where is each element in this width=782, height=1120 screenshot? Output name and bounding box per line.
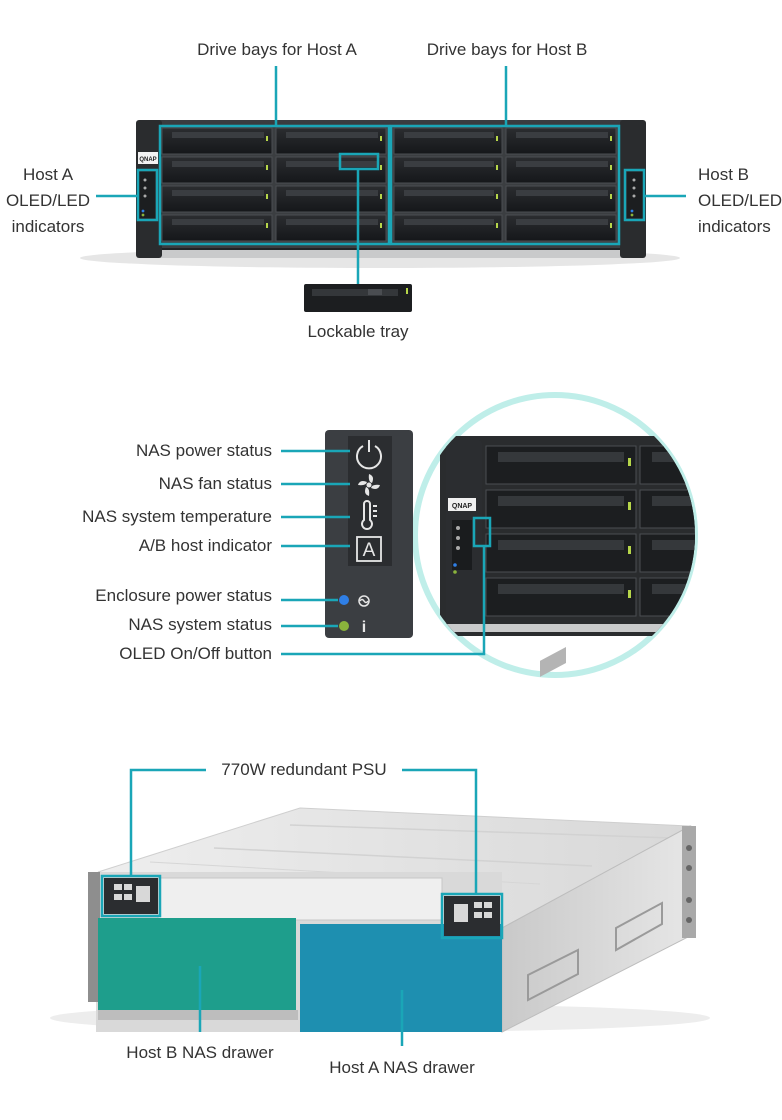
back-panel-strip [157, 877, 443, 921]
label-oled-onoff-button: OLED On/Off button [119, 644, 272, 663]
drive-trays [161, 127, 617, 242]
lockable-tray-image [304, 284, 412, 312]
host-a-nas-drawer [300, 924, 502, 1032]
oled-screen [348, 436, 392, 566]
label-nas-system-temperature: NAS system temperature [82, 507, 272, 526]
enclosure-power-icon [358, 595, 370, 607]
chassis-right-side [501, 825, 691, 1033]
host-a-indicator-panel [139, 172, 155, 218]
label-nas-system-status: NAS system status [128, 615, 272, 634]
fan-icon [358, 474, 380, 496]
oled-button-highlight [472, 516, 492, 548]
chassis-back [96, 872, 502, 1032]
chassis-top [97, 807, 692, 929]
label-host-b-nas-drawer: Host B NAS drawer [126, 1043, 274, 1062]
qnap-logo-zoom-text: QNAP [452, 503, 473, 510]
psu-right-highlight [440, 892, 504, 940]
label-nas-fan-status: NAS fan status [158, 474, 272, 493]
host-letter-box [356, 536, 382, 562]
nas-system-led [339, 621, 349, 631]
side-handle [540, 647, 566, 677]
label-host-a-nas-drawer: Host A NAS drawer [329, 1058, 475, 1077]
label-lockable-tray: Lockable tray [307, 322, 409, 341]
enclosure-power-led [339, 595, 349, 605]
info-icon: i [362, 619, 366, 636]
front-view-diagram: QNAP [80, 66, 686, 312]
oled-led-panel [325, 430, 413, 638]
psu-right [444, 896, 500, 936]
label-enclosure-power-status: Enclosure power status [95, 586, 272, 605]
rear-left-post [88, 872, 100, 1002]
thermometer-icon [361, 500, 377, 530]
host-a-bays-highlight [158, 124, 391, 246]
host-b-nas-drawer [98, 918, 296, 1016]
rear-shadow [50, 1004, 710, 1032]
zoom-ring [412, 392, 698, 678]
power-icon [356, 440, 382, 470]
label-nas-power-status: NAS power status [135, 441, 272, 460]
psu-left [104, 878, 158, 914]
label-ab-host-indicator: A/B host indicator [138, 536, 272, 555]
rack-ear [682, 826, 696, 938]
label-host-a-indicators: Host A OLED/LED indicators [5, 165, 91, 236]
label-host-b-indicators: Host B OLED/LED indicators [698, 165, 782, 236]
qnap-logo-left-text: QNAP [139, 157, 156, 163]
qnap-logo-left [138, 152, 158, 164]
label-drive-bays-host-a: Drive bays for Host A [197, 40, 357, 59]
zoomed-chassis: QNAP [440, 436, 695, 636]
label-770w-redundant-psu: 770W redundant PSU [221, 760, 387, 779]
host-letter: A [363, 540, 376, 561]
label-drive-bays-host-b: Drive bays for Host B [426, 40, 588, 59]
psu-left-highlight [100, 874, 162, 918]
chassis-bottom-rail [140, 250, 640, 258]
